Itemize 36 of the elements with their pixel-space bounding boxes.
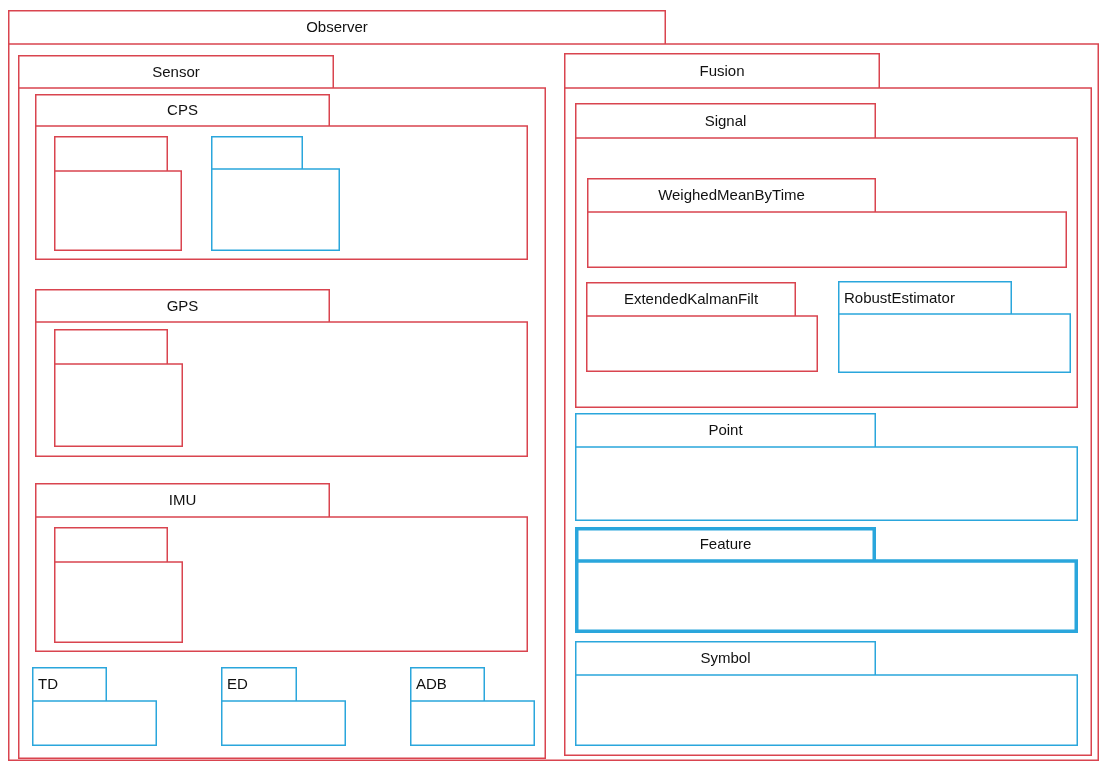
package-folder	[221, 667, 346, 746]
package-name: Signal	[704, 111, 747, 130]
package-name: WeighedMeanByTime	[658, 186, 805, 204]
package-folder	[211, 136, 340, 251]
package-name: ED	[227, 675, 248, 693]
package-name: CPS	[167, 101, 198, 119]
package-name: ExtendedKalmanFilt	[623, 290, 759, 308]
package-folder	[8, 10, 1099, 761]
package-folder	[410, 667, 535, 746]
package-name: Fusion	[699, 61, 745, 80]
package-name: ADB	[416, 675, 447, 693]
package-name: TD	[38, 675, 58, 693]
package-folder	[18, 55, 546, 759]
package-name: Feature	[699, 535, 752, 553]
package-folder	[564, 53, 1092, 756]
package-folder	[35, 289, 528, 457]
package-folder	[54, 329, 183, 447]
package-name: IMU	[168, 491, 197, 509]
package-folder	[54, 136, 182, 251]
package-folder	[35, 94, 528, 260]
package-folder	[575, 103, 1078, 408]
package-name: RobustEstimator	[844, 288, 955, 307]
package-name: Symbol	[700, 649, 751, 667]
package-folder	[575, 527, 1078, 633]
package-folder	[838, 281, 1071, 373]
package-folder	[32, 667, 157, 746]
package-folder	[586, 282, 818, 372]
package-folder	[575, 641, 1078, 746]
package-name: Sensor	[152, 62, 200, 81]
package-name: Point	[708, 421, 743, 439]
package-folder	[575, 413, 1078, 521]
package-name: Observer	[306, 18, 368, 36]
package-name: GPS	[166, 296, 199, 315]
package-folder	[54, 527, 183, 643]
package-folder	[35, 483, 528, 652]
package-folder	[587, 178, 1067, 268]
